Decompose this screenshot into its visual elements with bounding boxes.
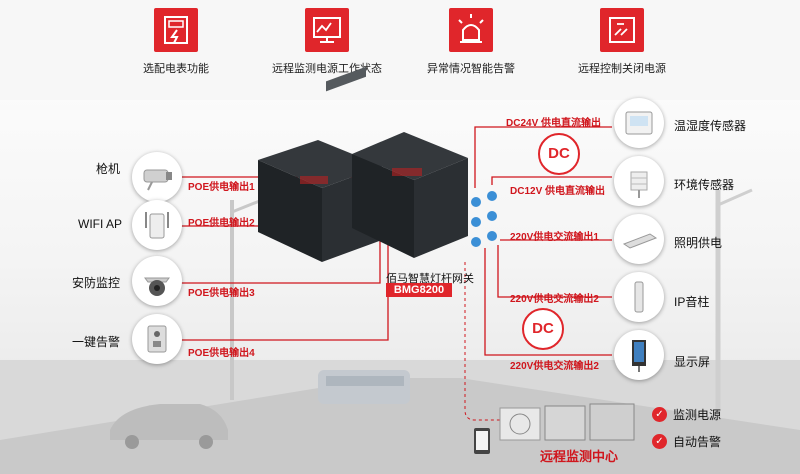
meter-icon xyxy=(154,8,198,52)
thermometer-panel-icon xyxy=(614,98,664,148)
feature-label: 选配电表功能 xyxy=(143,63,209,75)
dome-camera-icon xyxy=(132,256,182,306)
remote-control-icon xyxy=(600,8,644,52)
check-label: 自动告警 xyxy=(673,435,722,449)
device-label: WIFI AP xyxy=(78,217,123,231)
line-label: POE供电输出2 xyxy=(188,218,255,229)
feature-label: 异常情况智能告警 xyxy=(427,63,515,75)
device-label: 枪机 xyxy=(96,162,121,176)
device-label: 环境传感器 xyxy=(674,178,735,192)
check-label: 监测电源 xyxy=(673,408,722,422)
device-label: 显示屏 xyxy=(674,355,711,369)
camera-icon xyxy=(132,152,182,202)
display-screen-icon xyxy=(614,330,664,380)
feature-bar xyxy=(0,0,800,100)
ip-speaker-icon xyxy=(614,272,664,322)
feature-label: 远程控制关闭电源 xyxy=(578,63,666,75)
device-label: 照明供电 xyxy=(674,236,723,250)
device-label: 温湿度传感器 xyxy=(674,119,747,133)
feature-remote: 远程控制关闭电源 xyxy=(552,8,692,76)
intercom-icon xyxy=(132,314,182,364)
check-icon: ✓ xyxy=(652,434,667,449)
gateway-box-2 xyxy=(352,132,497,258)
line-label: DC24V 供电直流输出 xyxy=(506,118,602,129)
dc-badge: DC xyxy=(522,308,564,350)
weather-sensor-icon xyxy=(614,156,664,206)
gateway-title: 佰马智慧灯杆网关 xyxy=(386,273,474,285)
check-item: ✓ 自动告警 xyxy=(652,433,721,450)
line-label: 220V供电交流输出2 xyxy=(510,361,599,372)
device-label: 安防监控 xyxy=(72,276,121,290)
line-label: POE供电输出1 xyxy=(188,182,255,193)
line-label: DC12V 供电直流输出 xyxy=(510,186,606,197)
check-item: ✓ 监测电源 xyxy=(652,406,721,423)
dc-badge: DC xyxy=(538,133,580,175)
floodlight-icon xyxy=(614,214,664,264)
line-label: POE供电输出4 xyxy=(188,348,255,359)
device-label: 一键告警 xyxy=(72,335,121,349)
gateway-model-badge: BMG8200 xyxy=(386,283,452,297)
device-label: IP音柱 xyxy=(674,295,710,309)
feature-monitor: 远程监测电源工作状态 xyxy=(257,8,397,76)
check-icon: ✓ xyxy=(652,407,667,422)
line-label: 220V供电交流输出1 xyxy=(510,232,599,243)
feature-alarm: 异常情况智能告警 xyxy=(401,8,541,76)
line-label: 220V供电交流输出2 xyxy=(510,294,599,305)
alarm-light-icon xyxy=(449,8,493,52)
wifi-ap-icon xyxy=(132,200,182,250)
monitoring-center-label: 远程监测中心 xyxy=(540,449,619,464)
monitor-power-icon xyxy=(305,8,349,52)
line-label: POE供电输出3 xyxy=(188,288,255,299)
feature-meter: 选配电表功能 xyxy=(106,8,246,76)
